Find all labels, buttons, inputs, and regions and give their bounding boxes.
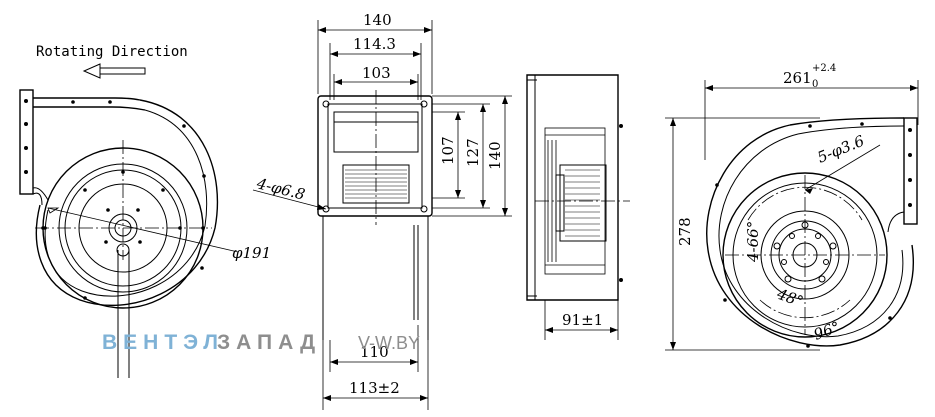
dim-140-height: 140	[486, 141, 504, 170]
dim-110: 110	[360, 343, 389, 361]
front-view-left: Rotating Direction	[19, 44, 271, 378]
dim-113: 113±2	[349, 379, 400, 397]
outlet-view: 140 114.3 103	[252, 11, 512, 410]
holes-4-dia-6-8-label: 4-φ6.8	[254, 174, 307, 204]
dim-140-width: 140	[363, 11, 392, 29]
angle-4-66-label: 4-66°	[744, 221, 762, 263]
dim-278: 278	[676, 217, 694, 246]
watermark-domain: V-W.BY	[358, 333, 420, 353]
watermark-part1: ВЕНТЭЛ	[102, 331, 224, 354]
holes-5-dia-3-6-label: 5-φ3.6	[815, 132, 868, 167]
side-view: 91±1	[526, 74, 630, 340]
diameter-191-label: φ191	[232, 244, 271, 262]
dim-114-3: 114.3	[353, 35, 396, 53]
rear-view: 261 +2.4 0 278	[665, 63, 919, 351]
watermark-part2: ЗАПАД	[217, 331, 321, 354]
angle-96-label: 96°	[811, 318, 842, 344]
dim-107: 107	[439, 136, 457, 165]
rotating-direction-arrow	[82, 63, 146, 79]
flange-left	[19, 89, 34, 195]
dim-127: 127	[464, 138, 482, 167]
watermark: ВЕНТЭЛ ЗАПАД V-W.BY	[102, 331, 420, 354]
rotating-direction-label: Rotating Direction	[36, 44, 188, 60]
dim-261-tol-upper: +2.4	[812, 63, 836, 74]
dim-91: 91±1	[562, 311, 603, 329]
dim-261: 261	[783, 69, 812, 87]
dim-261-tol-lower: 0	[812, 79, 818, 90]
dim-103: 103	[362, 64, 391, 82]
